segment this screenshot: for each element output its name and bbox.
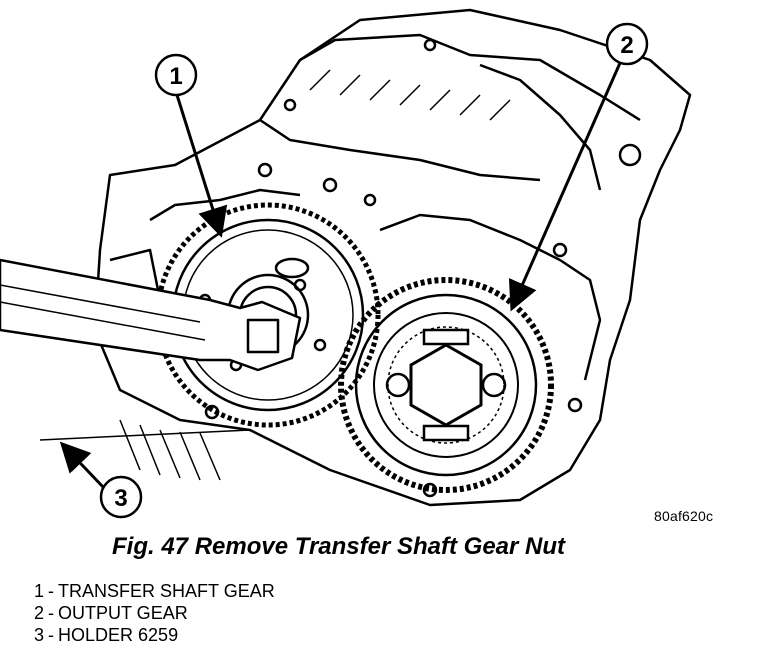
callout-2-number: 2 (620, 32, 633, 59)
callout-3-number: 3 (114, 485, 127, 512)
callout-2: 2 (508, 22, 649, 312)
callout-3: 3 (59, 441, 143, 519)
legend: 1-TRANSFER SHAFT GEAR 2-OUTPUT GEAR 3-HO… (34, 580, 275, 646)
holder-tool (0, 258, 302, 441)
legend-number: 1 (34, 581, 45, 601)
figure-caption: Fig. 47 Remove Transfer Shaft Gear Nut (112, 533, 566, 560)
legend-item: 1-TRANSFER SHAFT GEAR (34, 581, 275, 601)
output-gear (338, 277, 554, 493)
legend-number: 2 (34, 603, 45, 623)
image-reference-code: 80af620c (654, 508, 714, 524)
legend-number: 3 (34, 625, 45, 645)
callout-1: 1 (154, 53, 228, 238)
legend-label: OUTPUT GEAR (58, 603, 188, 623)
transaxle-case (93, 8, 692, 507)
legend-label: TRANSFER SHAFT GEAR (58, 581, 275, 601)
legend-label: HOLDER 6259 (58, 625, 179, 645)
legend-item: 3-HOLDER 6259 (34, 625, 179, 645)
legend-item: 2-OUTPUT GEAR (34, 603, 188, 623)
technical-illustration: 1 2 3 (0, 8, 692, 519)
callout-1-number: 1 (169, 63, 182, 90)
